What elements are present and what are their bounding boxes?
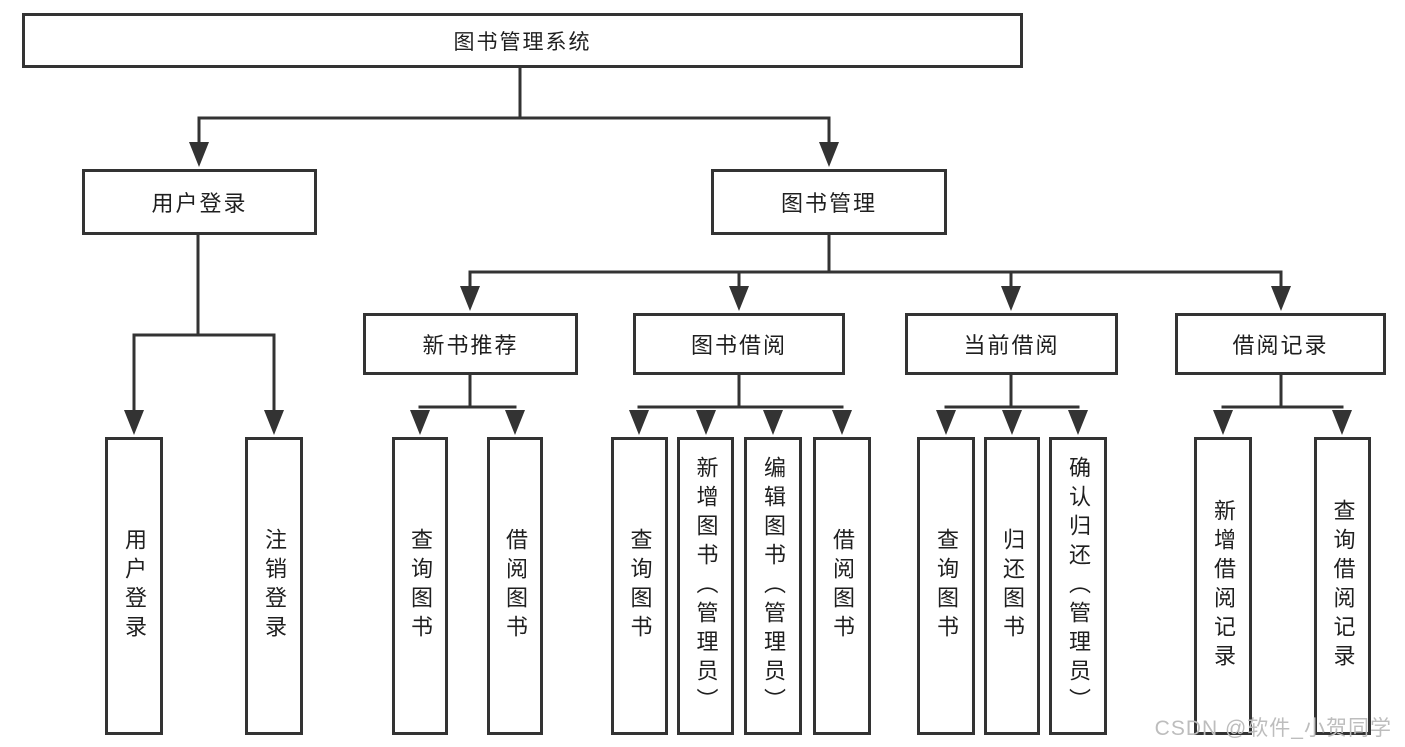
arrow-down-icon xyxy=(189,142,209,167)
node-leaf-recommend-borrow-books: 借阅图书 xyxy=(487,437,543,735)
arrow-down-icon xyxy=(1001,286,1021,311)
node-leaf-current-return-books: 归还图书 xyxy=(984,437,1040,735)
node-root: 图书管理系统 xyxy=(22,13,1023,68)
node-leaf-records-query-record: 查询借阅记录 xyxy=(1314,437,1371,735)
arrow-down-icon xyxy=(264,410,284,435)
node-leaf-records-add-record: 新增借阅记录 xyxy=(1194,437,1252,735)
node-new-book-recommend: 新书推荐 xyxy=(363,313,578,375)
node-leaf-current-confirm-return: 确认归还（管理员） xyxy=(1049,437,1107,735)
node-leaf-recommend-query-books: 查询图书 xyxy=(392,437,448,735)
arrow-down-icon xyxy=(936,410,956,435)
arrow-down-icon xyxy=(1002,410,1022,435)
arrow-down-icon xyxy=(124,410,144,435)
node-book-management: 图书管理 xyxy=(711,169,947,235)
node-leaf-borrowing-borrow-books: 借阅图书 xyxy=(813,437,871,735)
arrow-down-icon xyxy=(1271,286,1291,311)
arrow-down-icon xyxy=(696,410,716,435)
arrow-down-icon xyxy=(763,410,783,435)
node-leaf-borrowing-query-books: 查询图书 xyxy=(611,437,668,735)
arrow-down-icon xyxy=(819,142,839,167)
arrow-down-icon xyxy=(505,410,525,435)
node-borrowing-records: 借阅记录 xyxy=(1175,313,1386,375)
arrow-down-icon xyxy=(1068,410,1088,435)
node-leaf-borrowing-add-books: 新增图书（管理员） xyxy=(677,437,734,735)
node-current-borrowing: 当前借阅 xyxy=(905,313,1118,375)
node-book-borrowing: 图书借阅 xyxy=(633,313,845,375)
node-user-login: 用户登录 xyxy=(82,169,317,235)
watermark: CSDN @软件_小贺同学 xyxy=(1154,717,1392,740)
node-leaf-logout: 注销登录 xyxy=(245,437,303,735)
arrow-down-icon xyxy=(1213,410,1233,435)
arrow-down-icon xyxy=(832,410,852,435)
arrow-down-icon xyxy=(410,410,430,435)
node-leaf-user-login: 用户登录 xyxy=(105,437,163,735)
node-leaf-current-query-books: 查询图书 xyxy=(917,437,975,735)
arrow-down-icon xyxy=(729,286,749,311)
arrow-down-icon xyxy=(629,410,649,435)
arrow-down-icon xyxy=(460,286,480,311)
arrow-down-icon xyxy=(1332,410,1352,435)
node-leaf-borrowing-edit-books: 编辑图书（管理员） xyxy=(744,437,802,735)
